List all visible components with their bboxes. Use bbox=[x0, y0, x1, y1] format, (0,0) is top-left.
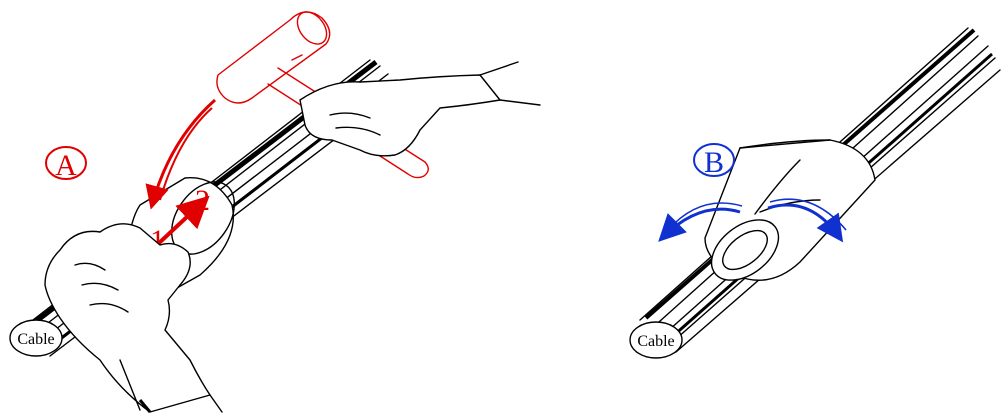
open-arrow-right bbox=[767, 203, 844, 243]
tool-outline-a bbox=[216, 11, 429, 179]
panel-a: 1 2 bbox=[9, 11, 541, 413]
cable-label-a-text: Cable bbox=[17, 331, 54, 348]
step-2-label: 2 bbox=[195, 184, 210, 217]
upper-hand-a bbox=[299, 61, 541, 157]
cable-label-b-text: Cable bbox=[637, 333, 674, 350]
cable-label-a: Cable bbox=[9, 319, 63, 357]
panel-a-label: A bbox=[55, 149, 77, 182]
cable-label-b: Cable bbox=[629, 321, 683, 359]
tube-b bbox=[704, 139, 876, 281]
slide-arrow-a bbox=[145, 98, 216, 210]
lower-hand-a bbox=[44, 223, 223, 413]
panel-b-marker: B bbox=[693, 143, 735, 179]
panel-b: Cable B bbox=[629, 27, 1001, 359]
open-arrow-left bbox=[658, 207, 741, 242]
panel-a-marker: A bbox=[45, 146, 87, 182]
panel-b-label: B bbox=[704, 146, 724, 179]
